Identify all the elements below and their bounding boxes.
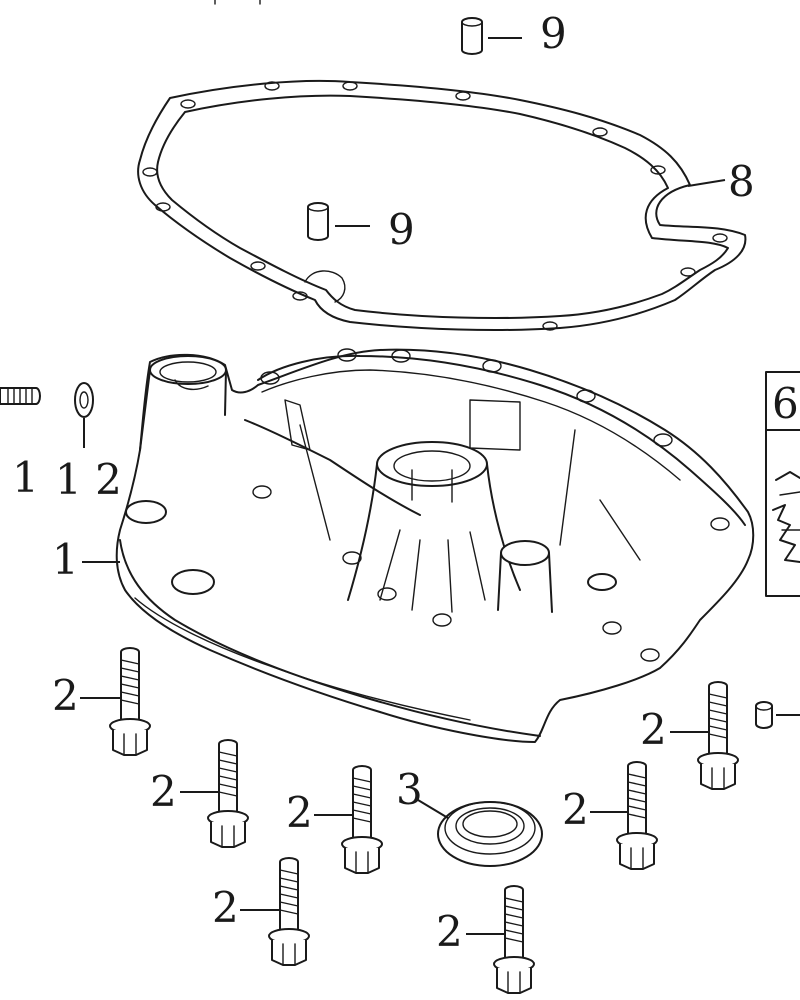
gasket-bolt-holes <box>142 81 728 331</box>
bolt-b <box>207 739 249 848</box>
dowel-pin-mid <box>307 202 329 241</box>
bolt-f <box>616 761 658 870</box>
callout-6: 6 <box>772 379 799 428</box>
callout-9-top: 9 <box>540 9 567 58</box>
bolt-c <box>341 765 383 874</box>
callout-8: 8 <box>728 157 755 206</box>
callout-1: 1 <box>52 535 79 584</box>
leader-3 <box>417 799 449 819</box>
stud <box>0 387 41 405</box>
callout-2-a: 2 <box>52 671 79 720</box>
callout-2-f: 2 <box>562 785 589 834</box>
callout-2-e: 2 <box>640 705 667 754</box>
washer <box>74 382 94 418</box>
gear-inset <box>765 371 800 597</box>
cover-housing <box>115 348 755 743</box>
bolt-g <box>493 885 535 994</box>
callout-11: 1 1 <box>0 453 39 502</box>
callout-2-g: 2 <box>436 907 463 956</box>
top-edge-fragment <box>214 0 261 5</box>
callout-12: 1 2 <box>55 455 122 504</box>
callout-2-d: 2 <box>212 883 239 932</box>
dowel-pin-top <box>461 17 483 55</box>
callout-3: 3 <box>396 765 423 814</box>
bolt-d <box>268 857 310 966</box>
oil-seal <box>437 801 543 867</box>
leader-8 <box>687 179 726 187</box>
cover-bolt-holes <box>252 348 730 662</box>
bolt-a <box>109 647 151 756</box>
callout-2-c: 2 <box>286 788 313 837</box>
bolt-e <box>697 681 739 790</box>
callout-9-mid: 9 <box>388 205 415 254</box>
callout-2-b: 2 <box>150 767 177 816</box>
gasket <box>137 79 747 331</box>
dowel-pin-right <box>755 701 773 729</box>
